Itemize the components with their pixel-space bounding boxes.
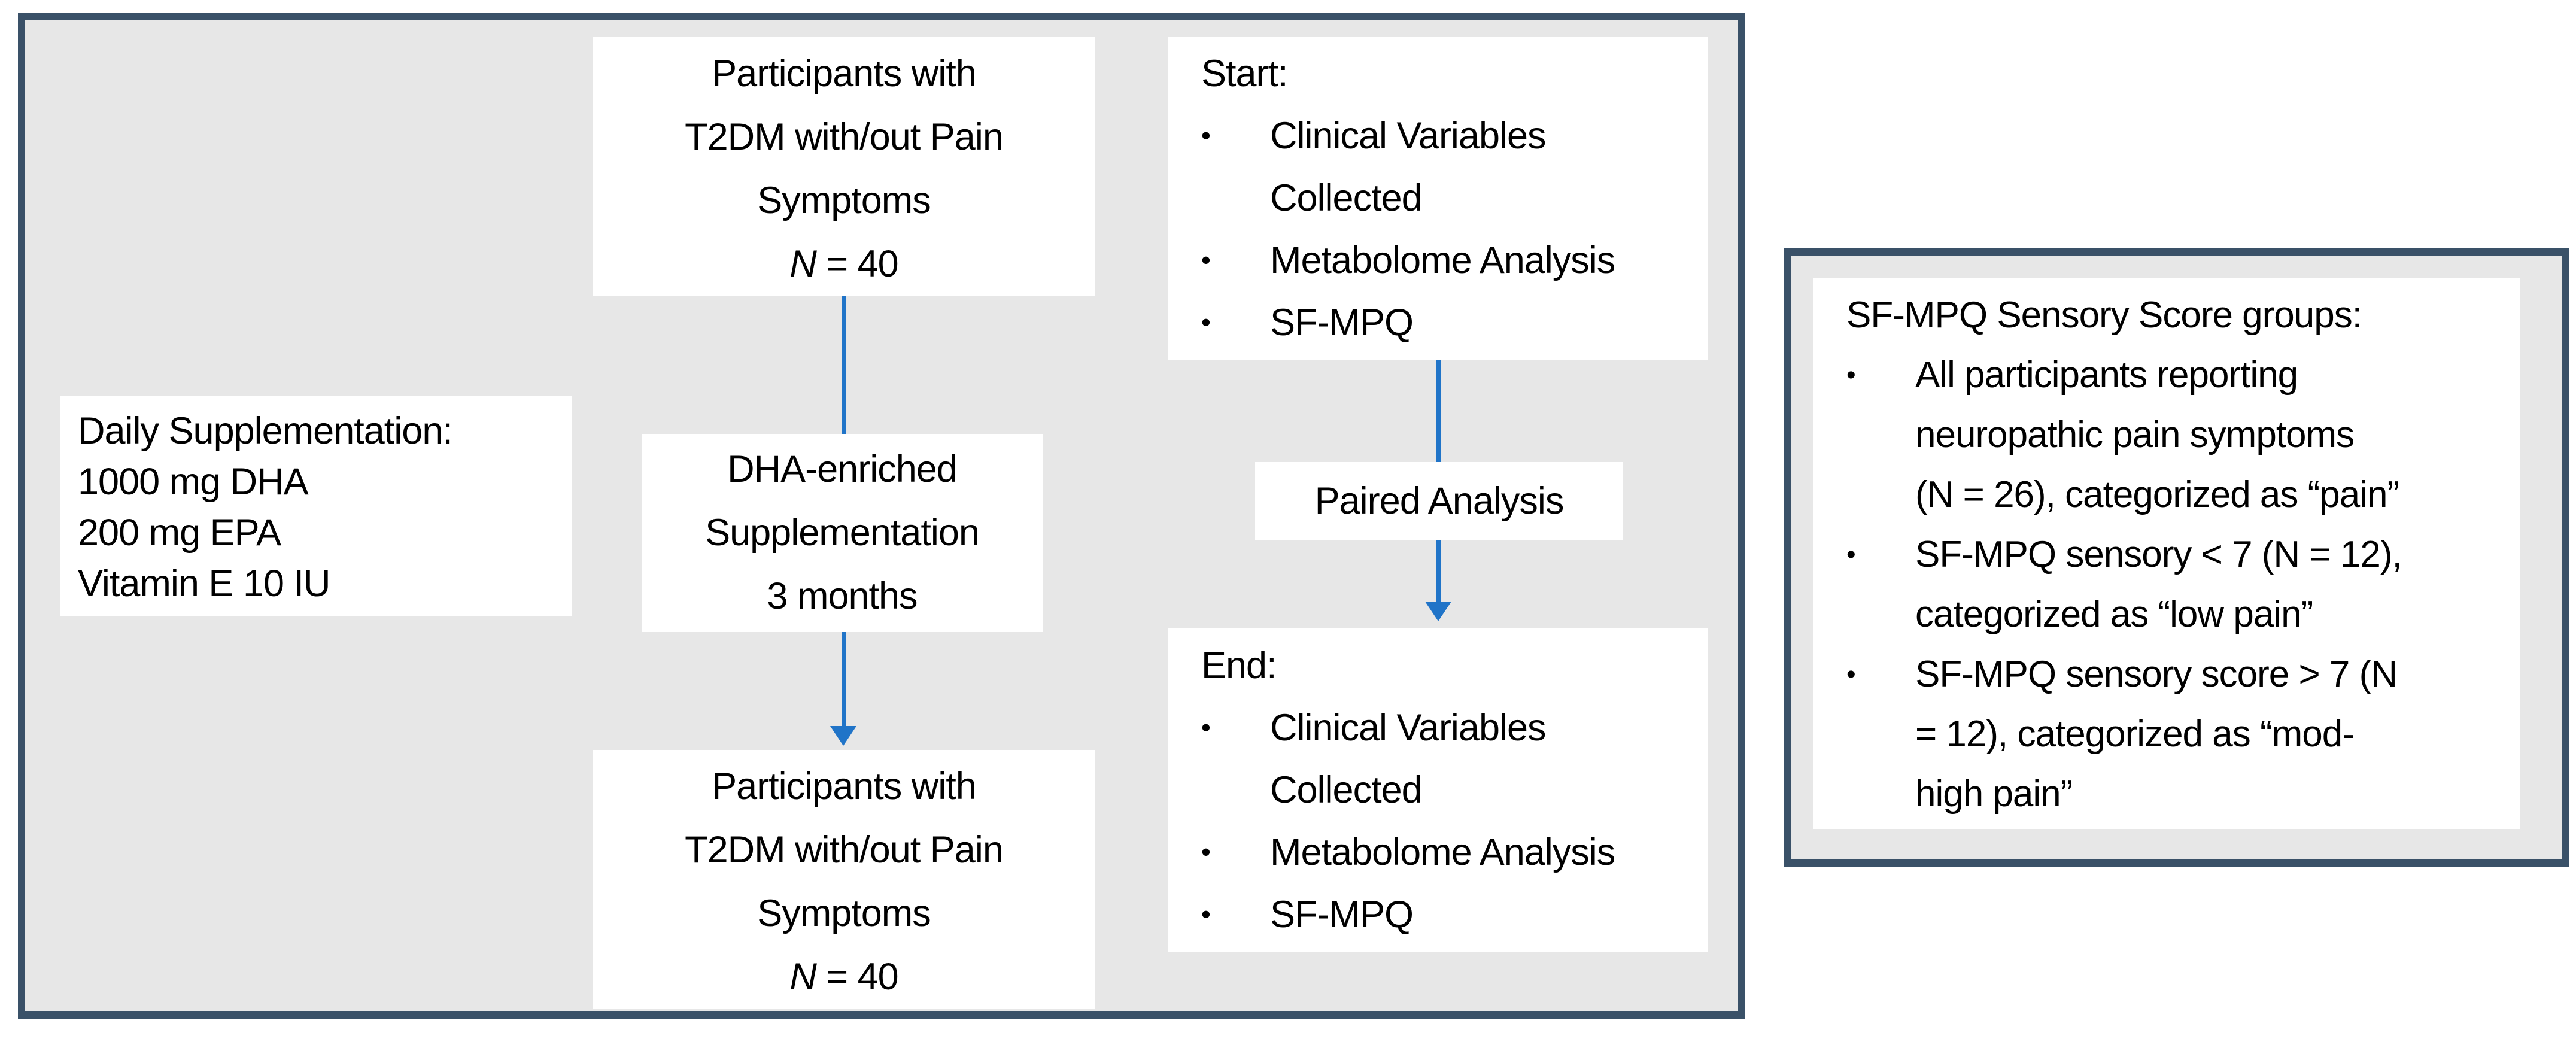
start-title: Start: <box>1201 53 1289 95</box>
text-line: SF-MPQ <box>1270 302 1414 344</box>
text-line: SF-MPQ sensory score > 7 (N <box>1915 654 2398 695</box>
bullet-text: Metabolome Analysis <box>1270 229 1690 291</box>
sfmpq-groups-box: SF-MPQ Sensory Score groups: • All parti… <box>1813 278 2520 829</box>
bullet-icon: • <box>1846 540 1856 569</box>
sample-size-line: N = 40 <box>593 232 1095 296</box>
text-line: = 12), categorized as “mod- <box>1915 713 2355 755</box>
text-line: 200 mg EPA <box>78 512 281 554</box>
text-line: Clinical Variables <box>1270 707 1547 749</box>
end-title: End: <box>1201 645 1277 687</box>
list-item: • SF-MPQ <box>1201 291 1690 354</box>
list-item: • Metabolome Analysis <box>1201 821 1690 883</box>
bullet-icon: • <box>1201 307 1211 338</box>
bullet-text: Clinical Variables Collected <box>1270 105 1690 229</box>
participants-bottom-box: Participants with T2DM with/out Pain Sym… <box>593 750 1095 1009</box>
bullet-text: SF-MPQ sensory score > 7 (N = 12), categ… <box>1915 645 2496 824</box>
dha-supplementation-box: DHA-enriched Supplementation 3 months <box>642 434 1043 632</box>
bullet-text: SF-MPQ <box>1270 291 1690 354</box>
bullet-text: Metabolome Analysis <box>1270 821 1690 883</box>
text-line: (N = 26), categorized as “pain” <box>1915 474 2399 515</box>
bullet-icon: • <box>1846 660 1856 689</box>
end-box: End: • Clinical Variables Collected • Me… <box>1168 628 1708 952</box>
text-line: Metabolome Analysis <box>1270 831 1615 873</box>
text-line: All participants reporting <box>1915 354 2298 396</box>
list-item: • Clinical Variables Collected <box>1201 697 1690 821</box>
bullet-text: All participants reporting neuropathic p… <box>1915 345 2496 525</box>
text-line: T2DM with/out Pain <box>685 116 1004 158</box>
list-item: • SF-MPQ sensory score > 7 (N = 12), cat… <box>1846 645 2496 824</box>
bullet-text: Clinical Variables Collected <box>1270 697 1690 821</box>
text-line: T2DM with/out Pain <box>685 829 1004 871</box>
text-line: Symptoms <box>757 180 931 221</box>
text-line: Symptoms <box>757 892 931 934</box>
text-line: Daily Supplementation: <box>78 410 453 452</box>
list-item: • All participants reporting neuropathic… <box>1846 345 2496 525</box>
n-value: = 40 <box>816 243 898 285</box>
daily-supplementation-box: Daily Supplementation: 1000 mg DHA 200 m… <box>60 396 572 616</box>
text-line: Collected <box>1270 769 1423 811</box>
text-line: SF-MPQ sensory < 7 (N = 12), <box>1915 534 2402 575</box>
text-line: Supplementation <box>705 512 980 554</box>
text-line: Participants with <box>712 766 977 807</box>
text-line: neuropathic pain symptoms <box>1915 414 2355 455</box>
list-item: • Metabolome Analysis <box>1201 229 1690 291</box>
participants-top-box: Participants with T2DM with/out Pain Sym… <box>593 37 1095 296</box>
bullet-text: SF-MPQ sensory < 7 (N = 12), categorized… <box>1915 525 2496 645</box>
text-line: DHA-enriched <box>727 448 958 490</box>
list-item: • Clinical Variables Collected <box>1201 105 1690 229</box>
text-line: Vitamin E 10 IU <box>78 563 331 605</box>
text-line: 3 months <box>767 575 918 617</box>
bullet-icon: • <box>1201 120 1211 151</box>
text-line: Clinical Variables <box>1270 115 1547 157</box>
paired-analysis-label: Paired Analysis <box>1314 480 1565 522</box>
list-item: • SF-MPQ sensory < 7 (N = 12), categoriz… <box>1846 525 2496 645</box>
n-symbol: N <box>789 243 816 285</box>
bullet-text: SF-MPQ <box>1270 883 1690 946</box>
legend-title: SF-MPQ Sensory Score groups: <box>1846 294 2362 336</box>
down-arrowhead-icon-left <box>830 726 856 746</box>
sample-size-line: N = 40 <box>593 945 1095 1009</box>
n-symbol: N <box>789 956 816 998</box>
text-line: 1000 mg DHA <box>78 461 309 503</box>
paired-analysis-box: Paired Analysis <box>1255 462 1623 540</box>
bullet-icon: • <box>1201 712 1211 743</box>
n-value: = 40 <box>816 956 898 998</box>
text-line: high pain” <box>1915 773 2073 815</box>
down-arrowhead-icon-right <box>1425 602 1451 621</box>
list-item: • SF-MPQ <box>1201 883 1690 946</box>
text-line: SF-MPQ <box>1270 894 1414 935</box>
start-box: Start: • Clinical Variables Collected • … <box>1168 37 1708 360</box>
text-line: Participants with <box>712 53 977 95</box>
bullet-icon: • <box>1201 245 1211 275</box>
text-line: Collected <box>1270 177 1423 219</box>
bullet-icon: • <box>1201 899 1211 930</box>
bullet-icon: • <box>1201 837 1211 867</box>
bullet-icon: • <box>1846 360 1856 390</box>
text-line: categorized as “low pain” <box>1915 594 2313 635</box>
text-line: Metabolome Analysis <box>1270 239 1615 281</box>
